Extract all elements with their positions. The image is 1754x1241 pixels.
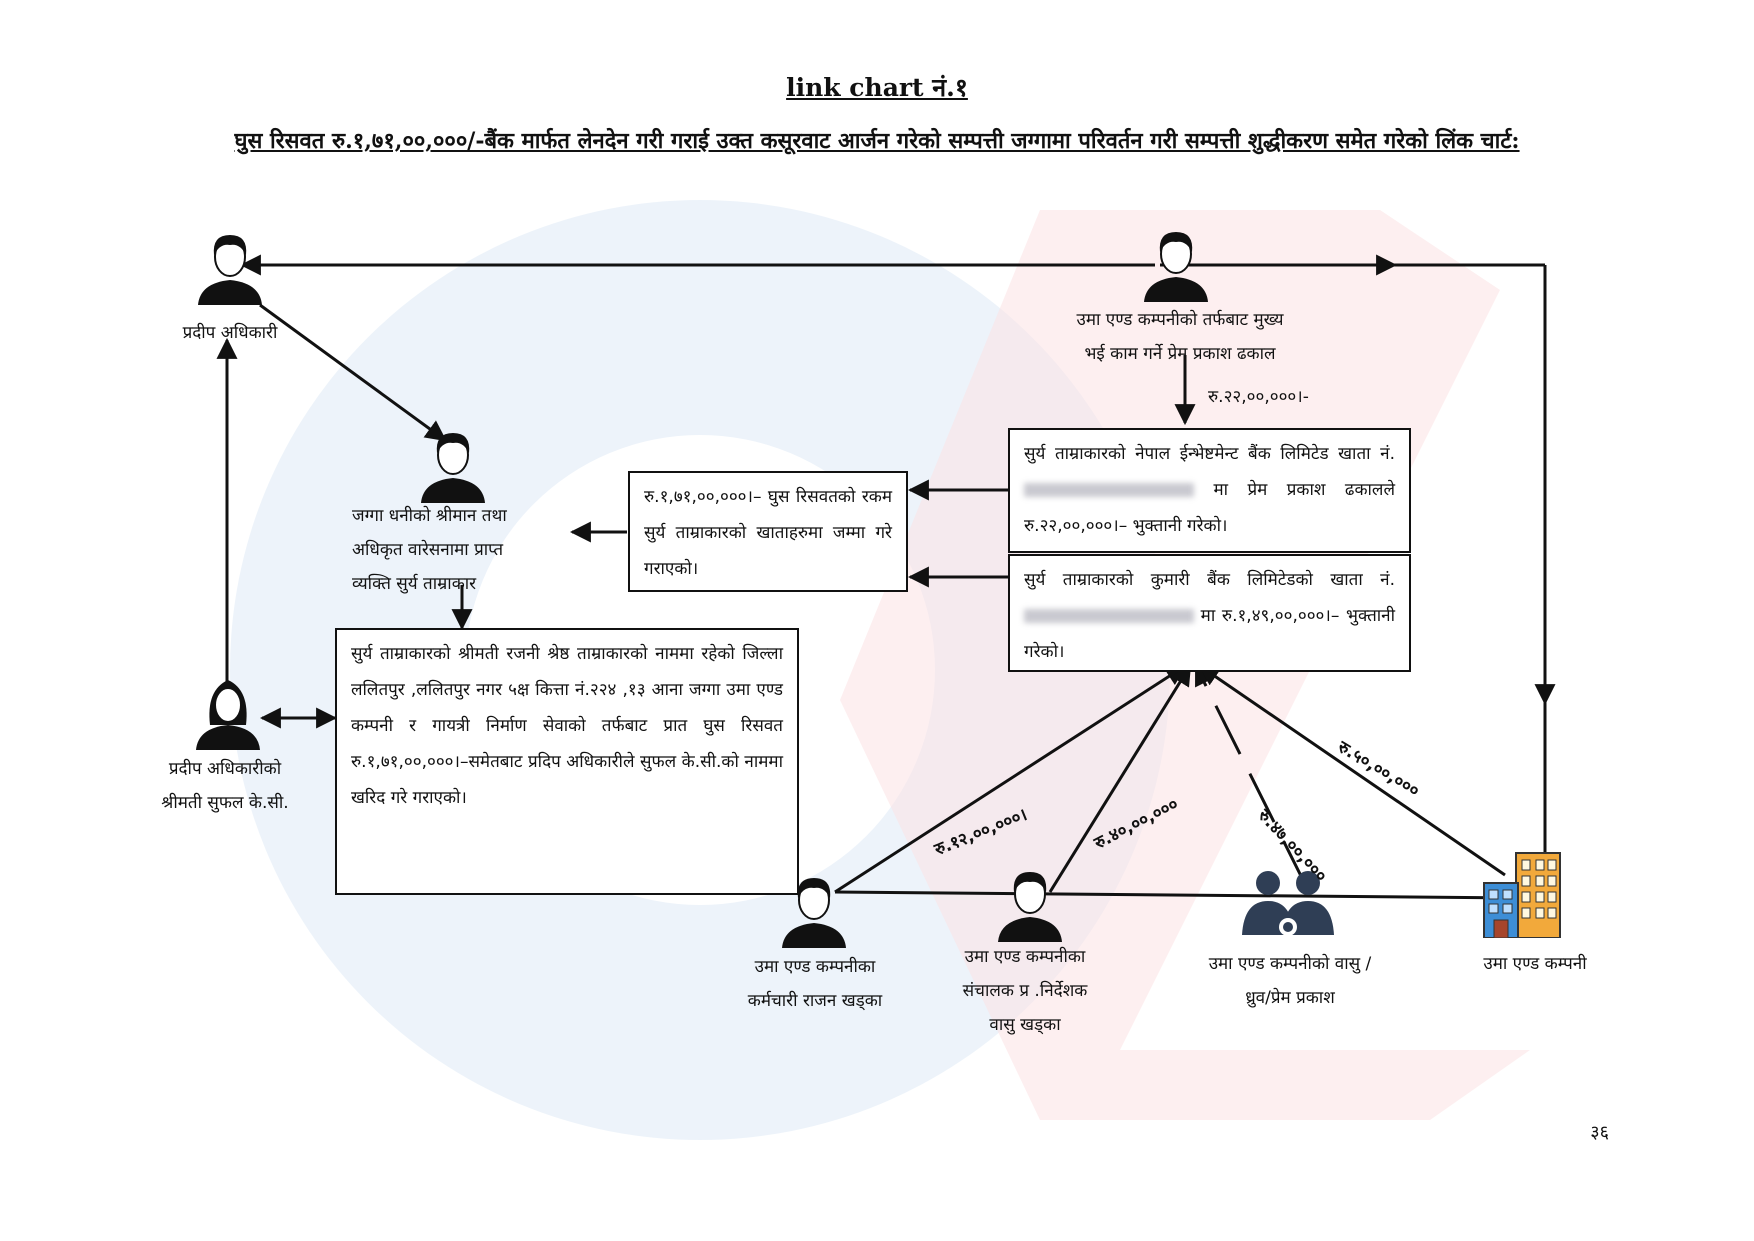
male-person-icon [998, 872, 1062, 942]
male-person-icon [198, 235, 262, 305]
label-rajan: उमा एण्ड कम्पनीकाकर्मचारी राजन खड्का [747, 957, 883, 1011]
chart-subtitle: घुस रिसवत रु.१,७१,००,०००/-बैंक मार्फत ले… [234, 128, 1520, 154]
label-wife: प्रदीप अधिकारीकोश्रीमती सुफल के.सी. [161, 759, 289, 813]
redacted-account-number [1024, 483, 1194, 497]
male-person-icon [782, 878, 846, 948]
label-company: उमा एण्ड कम्पनी [1483, 954, 1587, 974]
amount-prem: रु.२२,००,०००।- [1208, 387, 1309, 407]
page-number: ३६ [1590, 1122, 1609, 1143]
male-person-icon [1144, 232, 1208, 302]
chart-title: link chart नं.१ [786, 73, 968, 102]
company-building-icon [1483, 852, 1561, 938]
group-people-icon [1242, 871, 1334, 935]
label-pradeep: प्रदीप अधिकारी [182, 323, 278, 343]
box-nepal-investment: सुर्य ताम्राकारको नेपाल ईन्भेष्टमेन्ट बै… [1008, 428, 1411, 553]
box-land-purchase: सुर्य ताम्राकारको श्रीमती रजनी श्रेष्ठ त… [335, 628, 799, 895]
female-person-icon [196, 680, 260, 750]
box-bribe-deposit: रु.१,७१,००,०००।– घुस रिसवतको रकम सुर्य त… [628, 471, 908, 592]
male-person-icon [421, 433, 485, 503]
box-kumari-bank: सुर्य ताम्राकारको कुमारी बैंक लिमिटेडको … [1008, 554, 1411, 672]
label-group: उमा एण्ड कम्पनीको वासु /ध्रुव/प्रेम प्रक… [1208, 954, 1372, 1008]
label-surya: जग्गा धनीको श्रीमान तथाअधिकृत वारेसनामा … [352, 506, 507, 594]
redacted-account-number [1024, 609, 1194, 623]
